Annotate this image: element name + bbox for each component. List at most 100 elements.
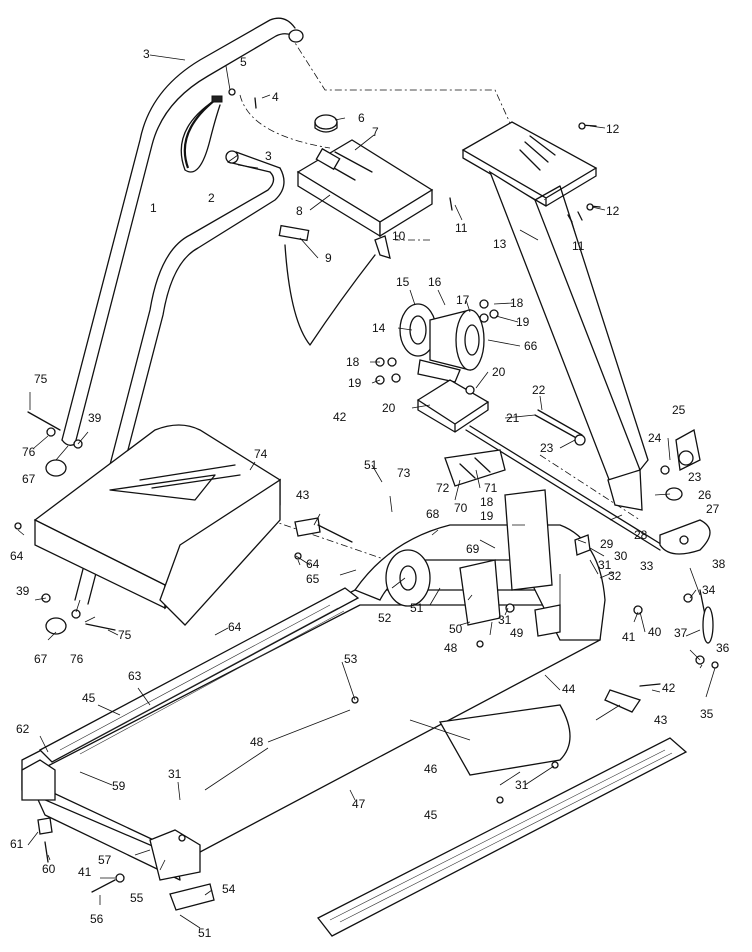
callout-51: 51 (198, 926, 212, 940)
rear-roller-parts (37, 817, 215, 911)
callout-31: 31 (498, 613, 512, 627)
callout-13: 13 (493, 237, 507, 251)
upright-post (461, 121, 649, 511)
callout-5: 5 (240, 55, 247, 69)
frame-brackets (385, 489, 591, 637)
callout-67: 67 (34, 652, 48, 666)
callout-63: 63 (128, 669, 142, 683)
callout-64: 64 (10, 549, 24, 563)
callout-57: 57 (98, 853, 112, 867)
callout-50: 50 (449, 622, 463, 636)
callout-55: 55 (130, 891, 144, 905)
callout-31: 31 (598, 558, 612, 572)
callout-32: 32 (608, 569, 622, 583)
callout-28: 28 (634, 528, 648, 542)
callout-64: 64 (228, 620, 242, 634)
leveling-feet (294, 517, 661, 713)
callout-20: 20 (382, 401, 396, 415)
callout-48: 48 (250, 735, 264, 749)
callout-56: 56 (90, 912, 104, 926)
callout-17: 17 (456, 293, 470, 307)
callout-66: 66 (524, 339, 538, 353)
callout-39: 39 (16, 584, 30, 598)
callout-75: 75 (118, 628, 132, 642)
callout-12: 12 (606, 204, 620, 218)
callout-76: 76 (70, 652, 84, 666)
callout-30: 30 (614, 549, 628, 563)
callout-18: 18 (510, 296, 524, 310)
callout-23: 23 (688, 470, 702, 484)
callout-21: 21 (506, 411, 520, 425)
callout-19: 19 (348, 376, 362, 390)
callout-36: 36 (716, 641, 730, 655)
callout-33: 33 (640, 559, 654, 573)
callout-75: 75 (34, 372, 48, 386)
callout-74: 74 (254, 447, 268, 461)
callout-7: 7 (372, 125, 379, 139)
callout-62: 62 (16, 722, 30, 736)
callout-6: 6 (358, 111, 365, 125)
safety-key-lanyard (180, 88, 236, 173)
callout-12: 12 (606, 122, 620, 136)
shock-absorber (683, 589, 719, 669)
callout-45: 45 (424, 808, 438, 822)
callout-4: 4 (272, 90, 279, 104)
motor-hood (33, 424, 282, 626)
callout-20: 20 (492, 365, 506, 379)
callout-72: 72 (436, 481, 450, 495)
callout-26: 26 (698, 488, 712, 502)
callout-70: 70 (454, 501, 468, 515)
callout-31: 31 (168, 767, 182, 781)
callout-3: 3 (265, 149, 272, 163)
callout-24: 24 (648, 431, 662, 445)
callout-52: 52 (378, 611, 392, 625)
callout-43: 43 (296, 488, 310, 502)
callout-69: 69 (466, 542, 480, 556)
callout-25: 25 (672, 403, 686, 417)
lift-arm (444, 449, 506, 487)
handrail-left (61, 17, 304, 446)
callout-67: 67 (22, 472, 36, 486)
callout-73: 73 (397, 466, 411, 480)
callout-42: 42 (662, 681, 676, 695)
callout-45: 45 (82, 691, 96, 705)
callout-39: 39 (88, 411, 102, 425)
callout-11: 11 (455, 221, 468, 235)
callout-35: 35 (700, 707, 714, 721)
callout-40: 40 (648, 625, 662, 639)
callout-47: 47 (352, 797, 366, 811)
callout-41: 41 (622, 630, 636, 644)
callout-18: 18 (346, 355, 360, 369)
callout-51: 51 (410, 601, 424, 615)
callout-27: 27 (706, 502, 720, 516)
callout-49: 49 (510, 626, 524, 640)
callout-3: 3 (143, 47, 150, 61)
callout-54: 54 (222, 882, 236, 896)
callout-10: 10 (392, 229, 406, 243)
callout-18: 18 (480, 495, 494, 509)
callout-68: 68 (426, 507, 440, 521)
callout-59: 59 (112, 779, 126, 793)
callout-46: 46 (424, 762, 438, 776)
callout-44: 44 (562, 682, 576, 696)
callout-65: 65 (306, 572, 320, 586)
callout-15: 15 (396, 275, 410, 289)
upright-screws (449, 122, 601, 223)
callout-14: 14 (372, 321, 386, 335)
callout-64: 64 (306, 557, 320, 571)
screw-4 (254, 97, 257, 109)
callout-42: 42 (333, 410, 347, 424)
callout-19: 19 (480, 509, 494, 523)
callout-11: 11 (572, 239, 585, 253)
leader-lines (17, 54, 716, 929)
callout-8: 8 (296, 204, 303, 218)
side-rail-left (38, 587, 360, 763)
callout-34: 34 (702, 583, 716, 597)
small-fasteners (14, 411, 643, 842)
callout-2: 2 (208, 191, 215, 205)
callout-76: 76 (22, 445, 36, 459)
console-assembly (296, 114, 434, 238)
part-callouts: 1 2 3 3 4 5 6 7 8 9 10 11 11 12 12 13 14… (10, 47, 730, 940)
callout-48: 48 (444, 641, 458, 655)
